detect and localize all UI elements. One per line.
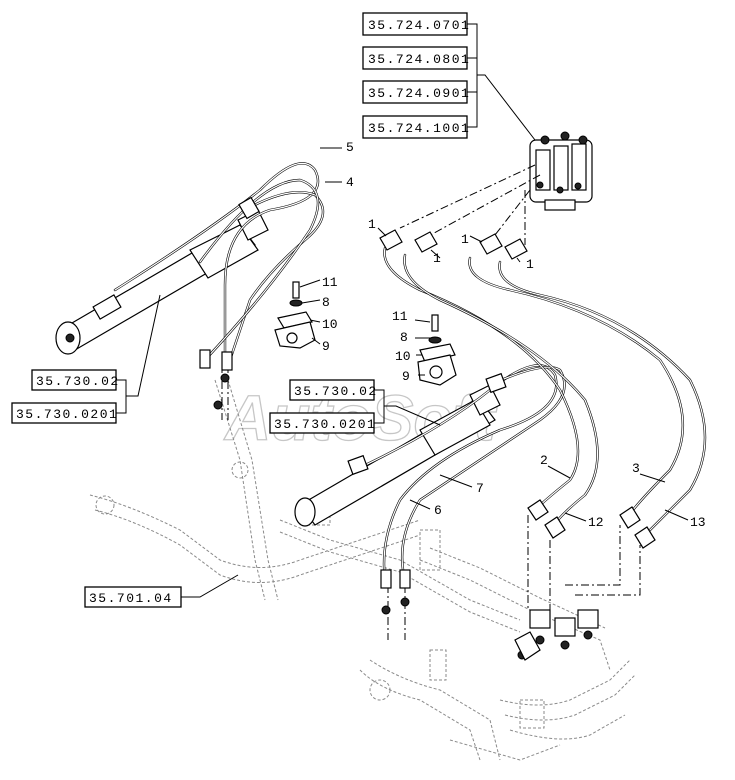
cylinder-center-refs: 35.730.02 35.730.0201 xyxy=(269,379,441,434)
callout-1: 1 xyxy=(368,217,376,232)
cylinder-left-refs: 35.730.02 35.730.0201 xyxy=(11,294,161,424)
ref-label: 35.724.0901 xyxy=(368,86,470,101)
fittings-1 xyxy=(377,227,528,263)
bottom-valve-cluster xyxy=(514,609,599,661)
callout-1: 1 xyxy=(433,251,441,266)
clamp-center xyxy=(414,314,457,386)
callouts: 5 4 11 8 10 9 11 8 10 9 1 1 1 1 2 3 12 1… xyxy=(320,140,706,530)
callout-10: 10 xyxy=(395,349,411,364)
ref-label: 35.724.0701 xyxy=(368,18,470,33)
callout-9: 9 xyxy=(402,369,410,384)
left-cylinder xyxy=(55,209,269,355)
ref-label: 35.701.04 xyxy=(89,591,173,606)
callout-11: 11 xyxy=(392,309,408,324)
ref-label: 35.724.1001 xyxy=(368,121,470,136)
hose-2-12-3-13 xyxy=(383,246,707,549)
callout-1: 1 xyxy=(461,232,469,247)
chassis-ref: 35.701.04 xyxy=(84,574,239,608)
ref-label: 35.730.02 xyxy=(36,374,120,389)
clamp-left xyxy=(274,279,321,349)
ref-label: 35.730.0201 xyxy=(16,407,118,422)
callout-8: 8 xyxy=(322,295,330,310)
callout-1: 1 xyxy=(526,257,534,272)
ref-label: 35.724.0801 xyxy=(368,52,470,67)
control-valve xyxy=(529,131,593,211)
callout-10: 10 xyxy=(322,317,338,332)
ref-label: 35.730.02 xyxy=(294,384,378,399)
hose-4-5 xyxy=(113,162,325,410)
callout-13: 13 xyxy=(690,515,706,530)
callout-9: 9 xyxy=(322,339,330,354)
callout-8: 8 xyxy=(400,330,408,345)
chassis-frame xyxy=(89,379,636,761)
callout-7: 7 xyxy=(476,481,484,496)
ref-label: 35.730.0201 xyxy=(274,417,376,432)
callout-11: 11 xyxy=(322,275,338,290)
center-cylinder xyxy=(294,384,501,527)
callout-3: 3 xyxy=(632,461,640,476)
valve-reference-group: 35.724.0701 35.724.0801 35.724.0901 35.7… xyxy=(362,12,536,141)
callout-4: 4 xyxy=(346,175,354,190)
callout-5: 5 xyxy=(346,140,354,155)
callout-12: 12 xyxy=(588,515,604,530)
callout-6: 6 xyxy=(434,503,442,518)
callout-2: 2 xyxy=(540,453,548,468)
